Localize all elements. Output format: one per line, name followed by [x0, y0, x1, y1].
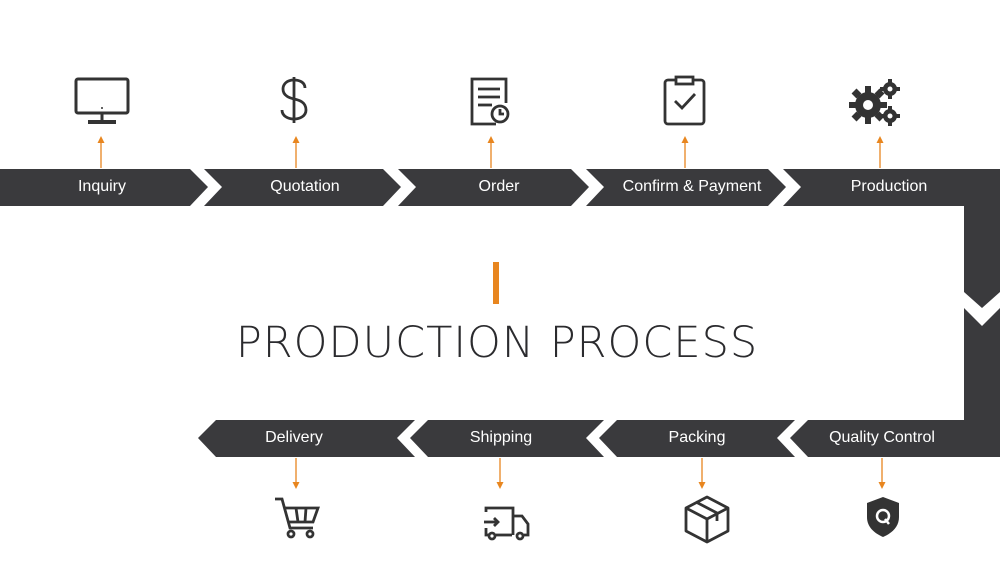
step-quotation-chevron — [204, 169, 401, 206]
top-band — [0, 169, 1000, 206]
truck-icon — [484, 506, 530, 541]
step-label-packing: Packing — [668, 429, 726, 446]
step-label-order: Order — [478, 178, 520, 195]
clipboard-check-icon — [663, 75, 706, 126]
step-label-delivery: Delivery — [265, 429, 323, 446]
top-arrows — [97, 136, 884, 168]
step-label-shipping: Shipping — [469, 429, 533, 446]
step-delivery-chevron — [198, 420, 415, 457]
step-label-production: Production — [850, 178, 928, 195]
step-packing-chevron — [599, 420, 795, 457]
step-production-chevron — [783, 169, 1000, 206]
step-shipping-chevron — [410, 420, 604, 457]
monitor-icon — [74, 77, 130, 124]
title-accent-bar — [493, 262, 499, 304]
step-label-quality-control: Quality Control — [829, 429, 935, 446]
bottom-band — [198, 420, 1000, 457]
right-connector — [964, 206, 1000, 457]
page-title: PRODUCTION PROCESS — [235, 318, 759, 368]
step-label-confirm-payment: Confirm & Payment — [622, 178, 762, 195]
step-order-chevron — [398, 169, 589, 206]
shield-q-icon — [867, 497, 899, 537]
cart-icon — [275, 497, 320, 539]
document-clock-icon — [470, 77, 510, 126]
box-icon — [684, 495, 730, 544]
step-inquiry-chevron — [0, 169, 208, 206]
step-label-inquiry: Inquiry — [77, 178, 127, 195]
step-label-quotation: Quotation — [270, 178, 340, 195]
dollar-icon — [280, 77, 308, 123]
step-quality-control-chevron — [790, 420, 1000, 457]
gears-icon — [849, 79, 900, 126]
step-confirm-payment-chevron — [586, 169, 786, 206]
bottom-arrows — [292, 458, 886, 489]
